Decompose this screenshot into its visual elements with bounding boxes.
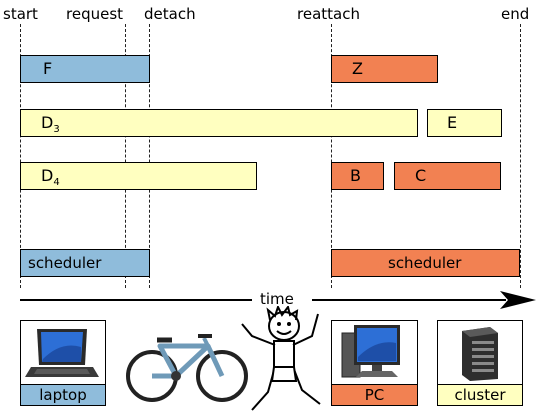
event-label-detach: detach <box>144 5 196 23</box>
request-marker-line <box>125 24 126 288</box>
scheduler-laptop-bar: scheduler <box>20 249 150 277</box>
task-d3-label: D3 <box>41 110 60 139</box>
task-f-bar: F <box>20 55 150 83</box>
task-e-label: E <box>447 113 458 132</box>
event-label-start: start <box>3 5 38 23</box>
cluster-device: cluster <box>437 320 523 406</box>
detach-marker-line <box>149 24 150 288</box>
event-label-end: end <box>501 5 530 23</box>
task-d3-bar: D3 <box>20 109 418 137</box>
bicycle-icon <box>126 334 248 402</box>
task-d4-label: D4 <box>41 163 60 192</box>
laptop-label: laptop <box>21 384 105 405</box>
pc-label: PC <box>332 384 417 405</box>
time-arrowhead-icon <box>500 291 536 309</box>
task-z-label: Z <box>352 59 363 78</box>
end-marker-line <box>520 24 521 288</box>
task-b-bar: B <box>331 162 384 190</box>
laptop-icon <box>25 329 99 377</box>
task-c-label: C <box>415 166 427 185</box>
task-f-label: F <box>43 59 53 78</box>
cluster-label: cluster <box>438 384 522 405</box>
scheduler-left-label: scheduler <box>28 254 102 272</box>
time-axis-label: time <box>260 290 294 308</box>
task-d4-main: D <box>41 166 54 185</box>
scheduler-right-label: scheduler <box>388 254 462 272</box>
pc-device: PC <box>331 320 418 406</box>
task-b-label: B <box>350 166 361 185</box>
start-marker-line <box>20 24 21 288</box>
task-d4-bar: D4 <box>20 162 257 190</box>
server-tower-icon <box>462 327 498 381</box>
event-label-request: request <box>66 5 124 23</box>
task-c-bar: C <box>394 162 501 190</box>
task-z-bar: Z <box>331 55 438 83</box>
pc-icon <box>341 325 400 378</box>
event-label-reattach: reattach <box>297 5 360 23</box>
stick-figure-icon <box>241 306 321 411</box>
task-d3-subscript: 3 <box>53 124 60 135</box>
laptop-device: laptop <box>20 320 106 406</box>
scheduler-pc-bar: scheduler <box>331 249 520 277</box>
time-axis <box>20 291 536 309</box>
task-d4-subscript: 4 <box>53 177 60 188</box>
task-e-bar: E <box>427 109 502 137</box>
task-d3-main: D <box>41 113 54 132</box>
reattach-marker-line <box>331 24 332 288</box>
